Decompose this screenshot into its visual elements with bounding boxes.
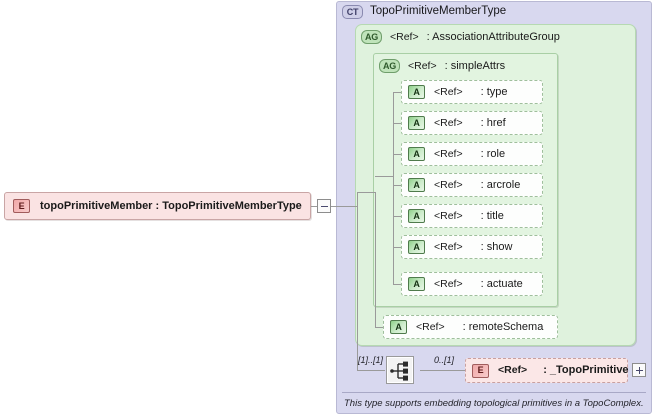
attribute-ref-label: <Ref> [434,209,463,222]
child-element-cardinality-label: 0..[1] [434,355,455,365]
attributegroup-icon: AG [361,30,382,44]
child-element-ref-label: <Ref> [498,364,528,377]
attribute-icon: A [408,85,425,99]
child-element-box-topoprimitive[interactable]: E <Ref> : _TopoPrimitive [465,358,629,383]
attribute-icon: A [408,240,425,254]
attribute-icon: A [408,178,425,192]
complextype-icon: CT [342,5,363,19]
element-icon: E [472,363,489,378]
attribute-ref-label: <Ref> [434,85,463,98]
connector-root-stub [311,206,317,207]
attribute-name-label: : remoteSchema [462,320,544,333]
plus-glyph-vertical [638,366,640,374]
collapse-button-root[interactable] [317,199,331,213]
connector-attribute-stub [393,185,402,186]
connector-trunk-main [357,192,358,370]
attribute-ref-label: <Ref> [416,320,445,333]
attribute-ref-label: <Ref> [434,116,463,129]
connector-attribute-stub [393,247,402,248]
caption-divider [342,392,646,393]
sequence-compositor-icon[interactable] [386,356,414,384]
attribute-name-label: : type [480,85,508,98]
attributegroup-icon: AG [379,59,400,73]
attribute-name-label: : role [480,147,506,160]
attribute-icon: A [390,320,407,334]
attribute-row-role[interactable]: A <Ref> : role [401,142,543,166]
attribute-group-ref-label: <Ref> [390,30,419,43]
complex-type-header: CT TopoPrimitiveMemberType [342,5,506,19]
attribute-ref-label: <Ref> [434,240,463,253]
connector-sequence-to-child [420,370,465,371]
attribute-group-ref-label: <Ref> [408,59,437,72]
element-icon: E [13,199,30,213]
attribute-row-show[interactable]: A <Ref> : show [401,235,543,259]
attribute-row-href[interactable]: A <Ref> : href [401,111,543,135]
root-element-box[interactable]: E topoPrimitiveMember : TopoPrimitiveMem… [4,192,311,220]
child-element-name-label: : _TopoPrimitive [543,364,629,376]
attribute-ref-label: <Ref> [434,147,463,160]
expand-button-topoprimitive[interactable] [632,363,646,377]
attribute-name-label: : title [480,209,504,222]
attribute-name-label: : arcrole [480,178,521,191]
minus-glyph [320,205,328,207]
attribute-row-type[interactable]: A <Ref> : type [401,80,543,104]
attribute-ref-label: <Ref> [434,277,463,290]
attribute-name-label: : show [480,240,513,253]
attribute-icon: A [408,116,425,130]
connector-branch-attrgroup [375,192,376,327]
attribute-group-header-simpleattrs[interactable]: AG <Ref> : simpleAttrs [379,59,505,73]
root-element-label: topoPrimitiveMember : TopoPrimitiveMembe… [40,199,302,212]
connector-attribute-stub [393,92,402,93]
attribute-row-title[interactable]: A <Ref> : title [401,204,543,228]
connector-trunk-to-sequence [357,370,385,371]
connector-branch-to-simpleattrs [375,176,393,177]
attribute-group-name-label: : simpleAttrs [444,59,506,72]
connector-attribute-stub [393,284,402,285]
connector-attribute-stub [393,154,402,155]
connector-trunk-to-attrgroup [357,192,375,193]
attribute-icon: A [408,209,425,223]
attribute-name-label: : actuate [480,277,523,290]
attribute-row-actuate[interactable]: A <Ref> : actuate [401,272,543,296]
attribute-icon: A [408,147,425,161]
attribute-group-header-association[interactable]: AG <Ref> : AssociationAttributeGroup [361,30,560,44]
complex-type-caption: This type supports embedding topological… [344,398,644,409]
complex-type-title: TopoPrimitiveMemberType [370,5,507,18]
connector-attribute-spine [393,92,394,284]
attribute-group-name-label: : AssociationAttributeGroup [426,30,560,43]
attribute-icon: A [408,277,425,291]
connector-attribute-stub [393,216,402,217]
connector-root-to-trunk [331,206,357,207]
sequence-glyph [390,361,408,381]
attribute-name-label: : href [480,116,506,129]
attribute-row-remoteschema[interactable]: A <Ref> : remoteSchema [383,315,558,339]
attribute-row-arcrole[interactable]: A <Ref> : arcrole [401,173,543,197]
connector-attribute-stub [393,123,402,124]
attribute-ref-label: <Ref> [434,178,463,191]
sequence-cardinality-label: [1]..[1] [358,355,384,365]
